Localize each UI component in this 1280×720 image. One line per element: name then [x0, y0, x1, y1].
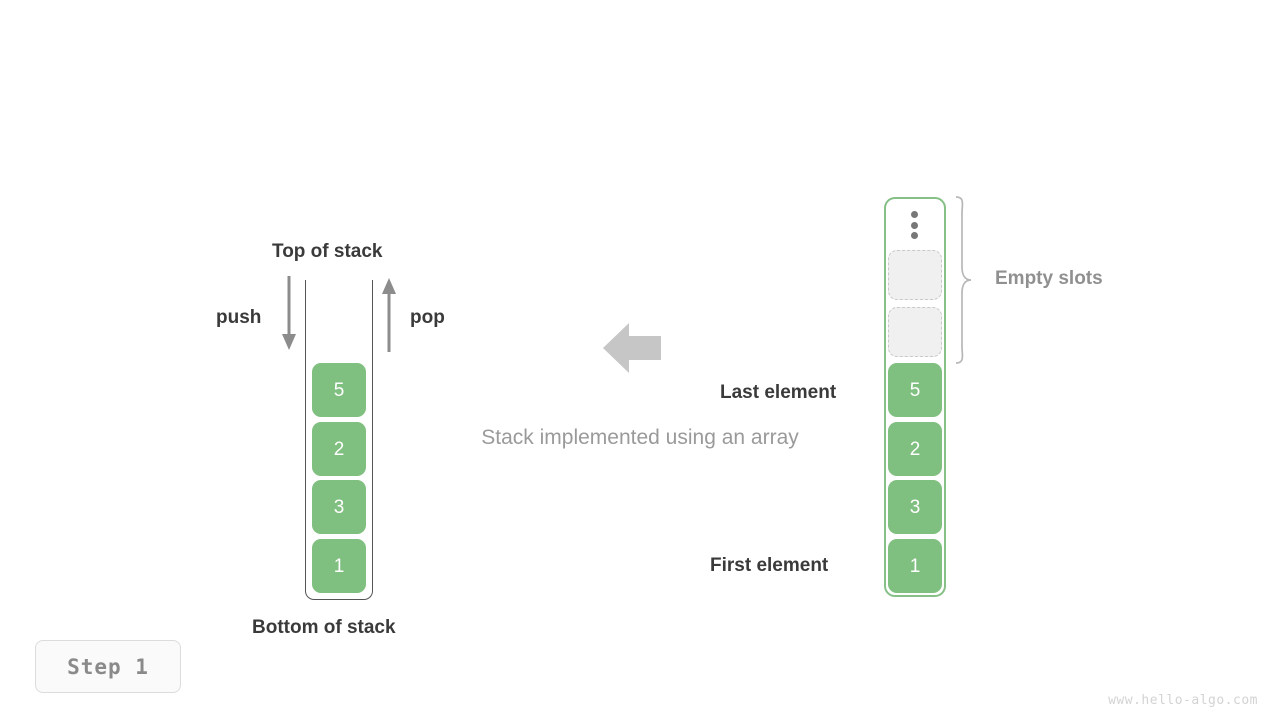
stack-container: [305, 280, 373, 600]
ellipsis-dot: [910, 221, 918, 229]
arrow-down-icon: [282, 276, 296, 350]
first-element-label: First element: [710, 555, 829, 576]
left-stack-group: Top of stack push pop 5 2 3 1 Bottom of …: [0, 0, 560, 720]
ellipsis-dot: [910, 232, 918, 239]
array-cell: 1: [888, 539, 942, 593]
push-label: push: [216, 307, 262, 328]
arrow-up-icon: [382, 278, 396, 352]
stack-cell: 5: [312, 363, 366, 417]
stack-cell: 2: [312, 422, 366, 476]
pop-label: pop: [410, 307, 445, 328]
top-of-stack-label: Top of stack: [272, 241, 383, 262]
stack-cell: 1: [312, 539, 366, 593]
empty-slot: [888, 250, 942, 300]
bottom-of-stack-label: Bottom of stack: [252, 617, 396, 638]
array-cell: 5: [888, 363, 942, 417]
array-cell: 3: [888, 480, 942, 534]
empty-slot: [888, 307, 942, 357]
stack-cell: 3: [312, 480, 366, 534]
array-cell: 2: [888, 422, 942, 476]
diagram-caption: Stack implemented using an array: [0, 426, 1280, 450]
empty-slots-label: Empty slots: [995, 268, 1103, 289]
ellipsis-dot: [910, 211, 918, 218]
watermark: www.hello-algo.com: [1108, 693, 1258, 708]
last-element-label: Last element: [720, 382, 837, 403]
step-badge-text: Step 1: [67, 654, 149, 679]
curly-brace-icon: [955, 196, 972, 364]
arrow-left-icon: [603, 323, 661, 373]
vertical-ellipsis-icon: [909, 211, 919, 239]
diagram-caption-text: Stack implemented using an array: [481, 426, 799, 449]
step-badge: Step 1: [35, 640, 181, 693]
